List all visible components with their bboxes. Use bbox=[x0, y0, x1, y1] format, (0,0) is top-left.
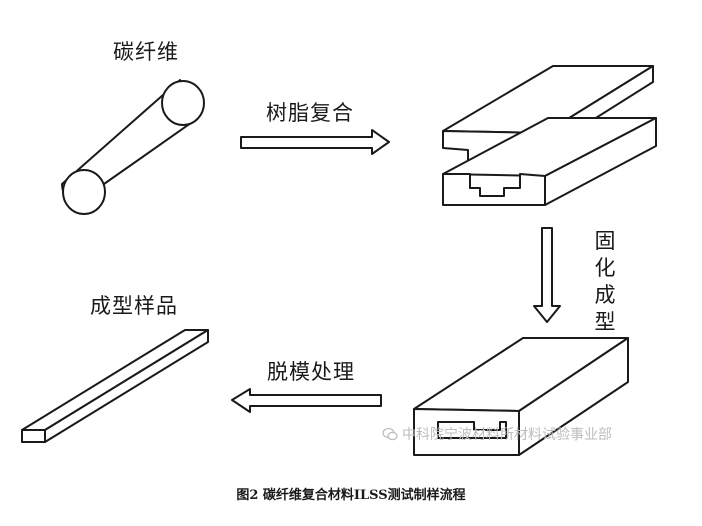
label-curing: 固化成型 bbox=[594, 229, 616, 334]
watermark-text: 中科院宁波材料所材料试验事业部 bbox=[402, 427, 612, 443]
label-sample: 成型样品 bbox=[90, 294, 178, 318]
mold-lower-die bbox=[442, 117, 657, 206]
carbon-fiber-cylinder bbox=[61, 79, 205, 215]
arrow-down-curing bbox=[533, 227, 561, 323]
label-demolding: 脱模处理 bbox=[267, 360, 355, 384]
watermark: 中科院宁波材料所材料试验事业部 bbox=[382, 424, 612, 444]
figure-caption: 图2 碳纤维复合材料ILSS测试制样流程 bbox=[236, 488, 466, 503]
wechat-icon bbox=[382, 426, 398, 442]
sample-strip bbox=[21, 329, 209, 443]
mold-closed bbox=[413, 337, 629, 456]
arrow-right-resin bbox=[240, 129, 390, 155]
label-carbon-fiber: 碳纤维 bbox=[113, 40, 179, 64]
arrow-left-demolding bbox=[231, 388, 382, 413]
label-resin-composite: 树脂复合 bbox=[266, 101, 354, 125]
